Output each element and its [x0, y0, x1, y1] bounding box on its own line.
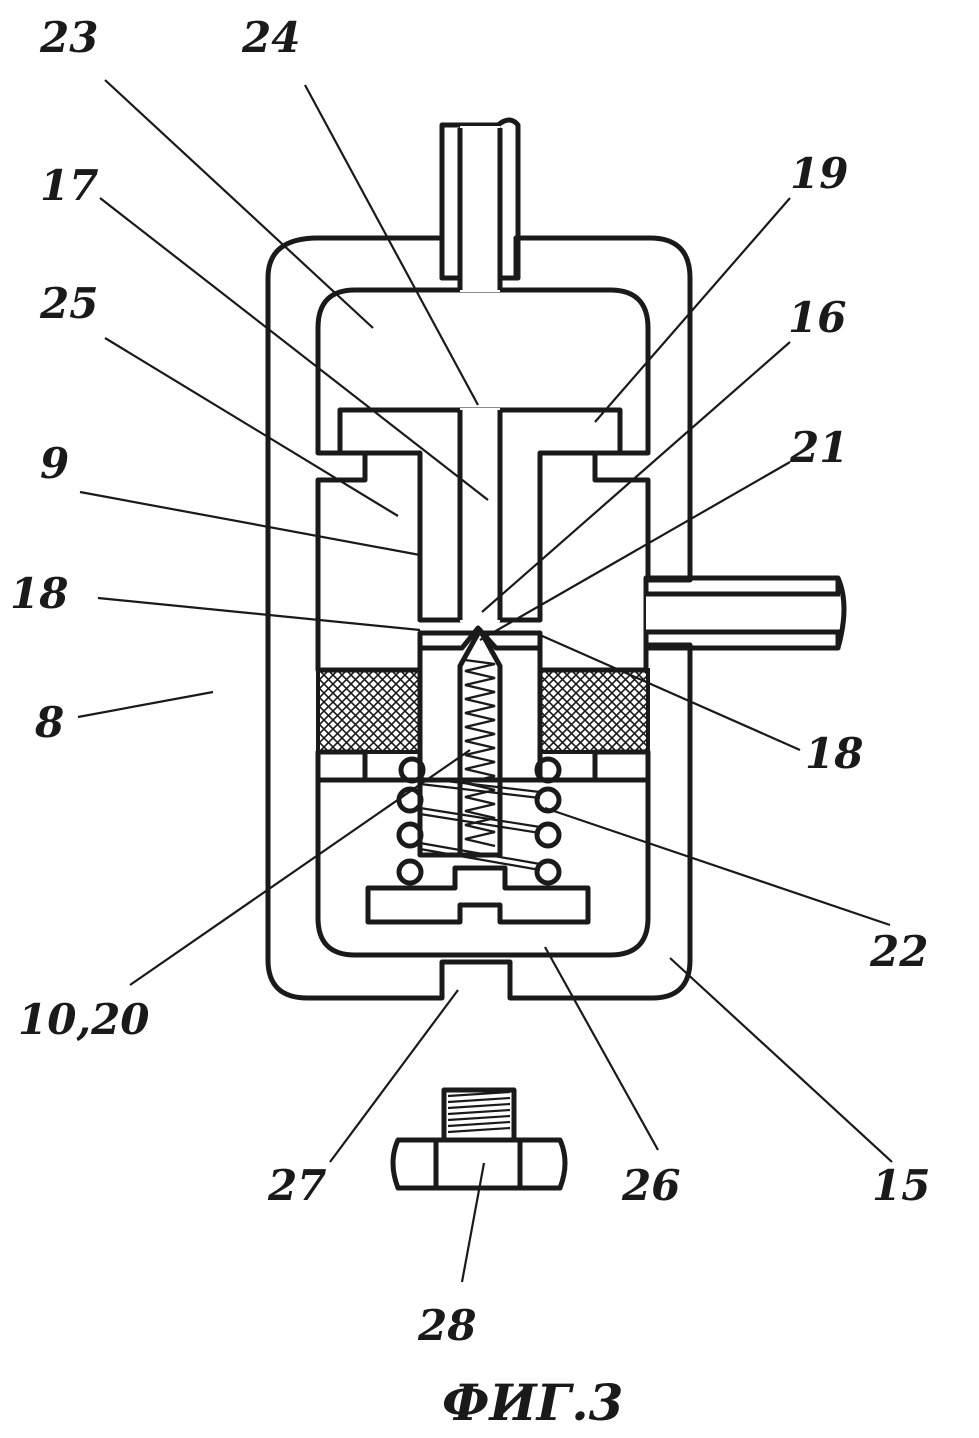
label-16: 16 — [788, 293, 846, 342]
label-28: 28 — [417, 1301, 476, 1350]
label-10-20: 10,20 — [18, 995, 150, 1044]
label-22: 22 — [869, 927, 928, 976]
spring-coil — [399, 861, 421, 883]
filter-pad-left — [318, 670, 420, 752]
label-18-left: 18 — [10, 569, 68, 618]
figure-caption: ФИГ.3 — [442, 1373, 623, 1432]
label-17: 17 — [40, 161, 98, 210]
label-15: 15 — [872, 1161, 930, 1210]
label-23: 23 — [39, 13, 98, 62]
label-24: 24 — [241, 13, 300, 62]
label-21: 21 — [789, 423, 848, 472]
screw-plug — [393, 1090, 565, 1188]
spring-coil — [537, 861, 559, 883]
label-26: 26 — [621, 1161, 680, 1210]
label-19: 19 — [790, 149, 848, 198]
label-25: 25 — [39, 279, 98, 328]
label-9: 9 — [40, 439, 69, 488]
spring-coil — [537, 824, 559, 846]
label-27: 27 — [267, 1161, 326, 1210]
label-8: 8 — [34, 698, 64, 747]
label-18-right: 18 — [805, 729, 863, 778]
filter-pad-right — [540, 670, 648, 752]
spring-coil — [537, 789, 559, 811]
